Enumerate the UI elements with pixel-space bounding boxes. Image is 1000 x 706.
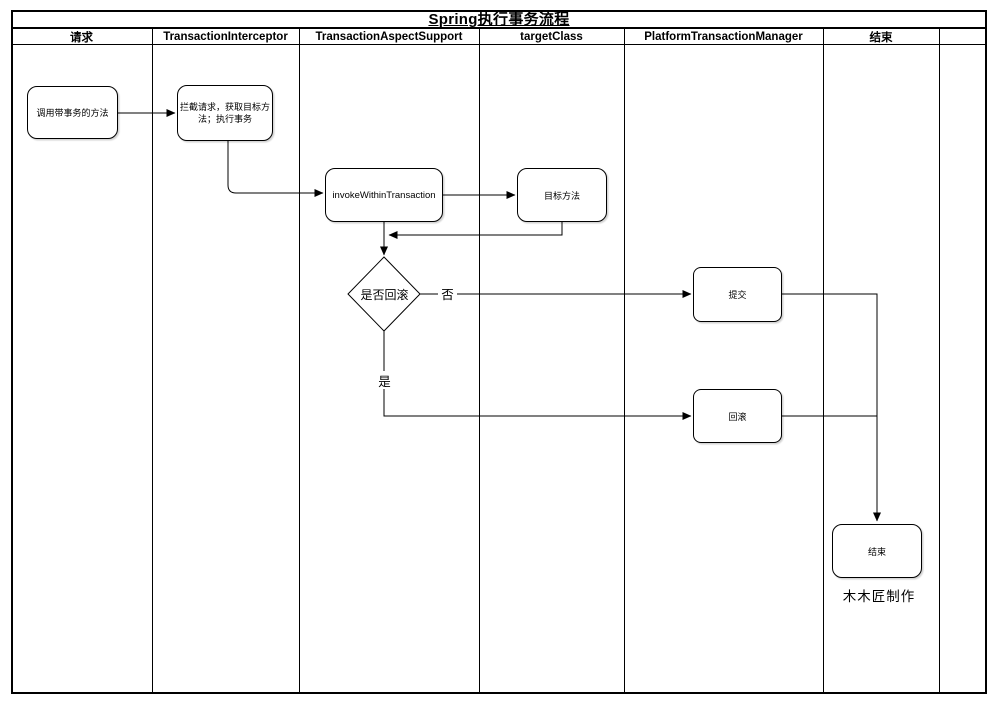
lane-divider [152, 29, 153, 694]
lane-header-request: 请求 [70, 31, 93, 44]
edge-label-no: 否 [438, 284, 457, 302]
lane-divider [479, 29, 480, 694]
node-target-method: 目标方法 [517, 168, 607, 222]
lane-header-band [11, 29, 987, 45]
node-intercept-request: 拦截请求，获取目标方法；执行事务 [177, 85, 273, 141]
node-call-method: 调用带事务的方法 [27, 86, 118, 139]
edge-target-return [388, 222, 563, 239]
node-rollback: 回滚 [693, 389, 782, 443]
node-commit: 提交 [693, 267, 782, 322]
edge-intercept-to-invoke [227, 141, 324, 197]
node-invoke-within-transaction: invokeWithinTransaction [325, 168, 443, 222]
swimlane-frame [11, 10, 987, 694]
diagram-title: Spring执行事务流程 [11, 10, 987, 29]
lane-divider [939, 29, 940, 694]
lane-header-transaction-aspect-support: TransactionAspectSupport [315, 30, 463, 43]
decision-label: 是否回滚 [360, 287, 409, 302]
edge-decision-to-rollback [383, 331, 692, 420]
lane-divider [299, 29, 300, 694]
lane-divider [823, 29, 824, 694]
watermark-credit: 木木匠制作 [842, 589, 916, 604]
lane-header-target-class: targetClass [520, 30, 583, 43]
edge-commit-to-end [782, 293, 881, 522]
lane-header-platform-transaction-manager: PlatformTransactionManager [644, 30, 803, 43]
lane-divider [624, 29, 625, 694]
decision-diamond-shape [347, 256, 421, 332]
edge-label-yes: 是 [375, 371, 394, 389]
node-end: 结束 [832, 524, 922, 578]
lane-header-end: 结束 [869, 31, 893, 44]
lane-header-transaction-interceptor: TransactionInterceptor [163, 30, 288, 43]
